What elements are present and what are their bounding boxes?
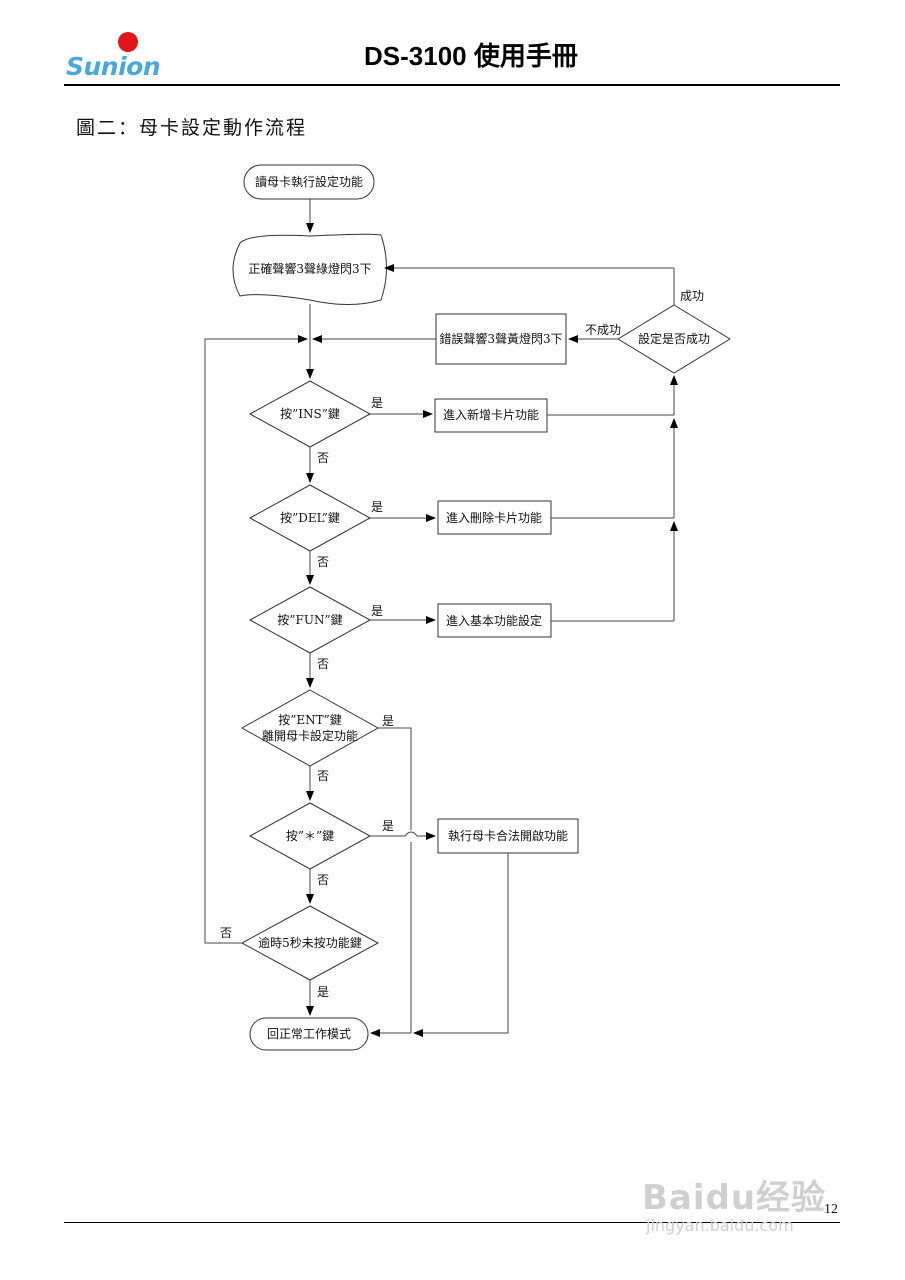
check-success-diamond <box>617 304 731 374</box>
return-normal-terminator <box>249 1017 369 1051</box>
return-normal-label: 回正常工作模式 <box>267 1027 351 1041</box>
label-success: 成功 <box>680 289 704 303</box>
label-yes-star: 是 <box>382 819 394 833</box>
footer-divider <box>64 1222 840 1223</box>
figure-caption: 圖二：母卡設定動作流程 <box>76 117 308 139</box>
watermark-main-text: Baidu经验 <box>642 1178 827 1218</box>
ent-key-label-2: 離開母卡設定功能 <box>262 728 358 743</box>
label-yes-timeout: 是 <box>317 985 329 999</box>
page-number: 12 <box>824 1202 838 1217</box>
start-terminator <box>243 164 375 200</box>
header-divider <box>64 84 840 86</box>
label-yes-fun: 是 <box>371 604 383 618</box>
logo-text: Sunion <box>66 52 161 81</box>
label-no-timeout: 否 <box>220 926 232 940</box>
check-success-label: 設定是否成功 <box>638 331 710 346</box>
ent-key-label-1: 按”ENT”鍵 <box>278 712 342 727</box>
watermark-url-text: jingyan.baidu.com <box>646 1216 794 1235</box>
logo-red-dot-icon <box>118 32 138 52</box>
enable-legal-box <box>437 818 579 854</box>
enter-add-box <box>434 398 548 433</box>
connectors <box>204 199 678 1037</box>
enter-basic-box <box>437 603 552 638</box>
label-no-ent: 否 <box>317 769 329 783</box>
ok-beep-label: 正確聲響3聲綠燈閃3下 <box>248 261 371 276</box>
star-key-label: 按”＊”鍵 <box>286 828 334 843</box>
label-no-star: 否 <box>317 873 329 887</box>
label-no-del: 否 <box>317 555 329 569</box>
label-no-fun: 否 <box>317 657 329 671</box>
baidu-watermark: Baidu经验 jingyan.baidu.com <box>642 1170 827 1235</box>
timeout-label: 逾時5秒未按功能鍵 <box>258 935 362 950</box>
enable-legal-label: 執行母卡合法開啟功能 <box>448 828 568 843</box>
error-beep-label: 錯誤聲響3聲黃燈閃3下 <box>439 331 562 346</box>
label-yes-ins: 是 <box>371 396 383 410</box>
label-yes-ent: 是 <box>382 714 394 728</box>
ent-diamond <box>240 689 380 767</box>
label-fail: 不成功 <box>585 323 621 337</box>
enter-delete-box <box>437 500 552 535</box>
fun-key-label: 按”FUN”鍵 <box>277 612 342 627</box>
ok-beep-shape <box>232 233 387 305</box>
label-yes-del: 是 <box>371 500 383 514</box>
ins-key-label: 按”INS”鍵 <box>280 406 340 421</box>
enter-basic-label: 進入基本功能設定 <box>446 613 542 628</box>
page-header: Sunion DS-3100 使用手冊 <box>0 0 905 90</box>
enter-delete-label: 進入刪除卡片功能 <box>446 510 542 525</box>
label-no-ins: 否 <box>317 451 329 465</box>
error-beep-box <box>435 313 567 365</box>
enter-add-label: 進入新增卡片功能 <box>443 407 539 422</box>
del-key-label: 按”DEL”鍵 <box>280 510 340 525</box>
start-label: 讀母卡執行設定功能 <box>255 174 363 189</box>
document-title: DS-3100 使用手冊 <box>364 41 578 71</box>
